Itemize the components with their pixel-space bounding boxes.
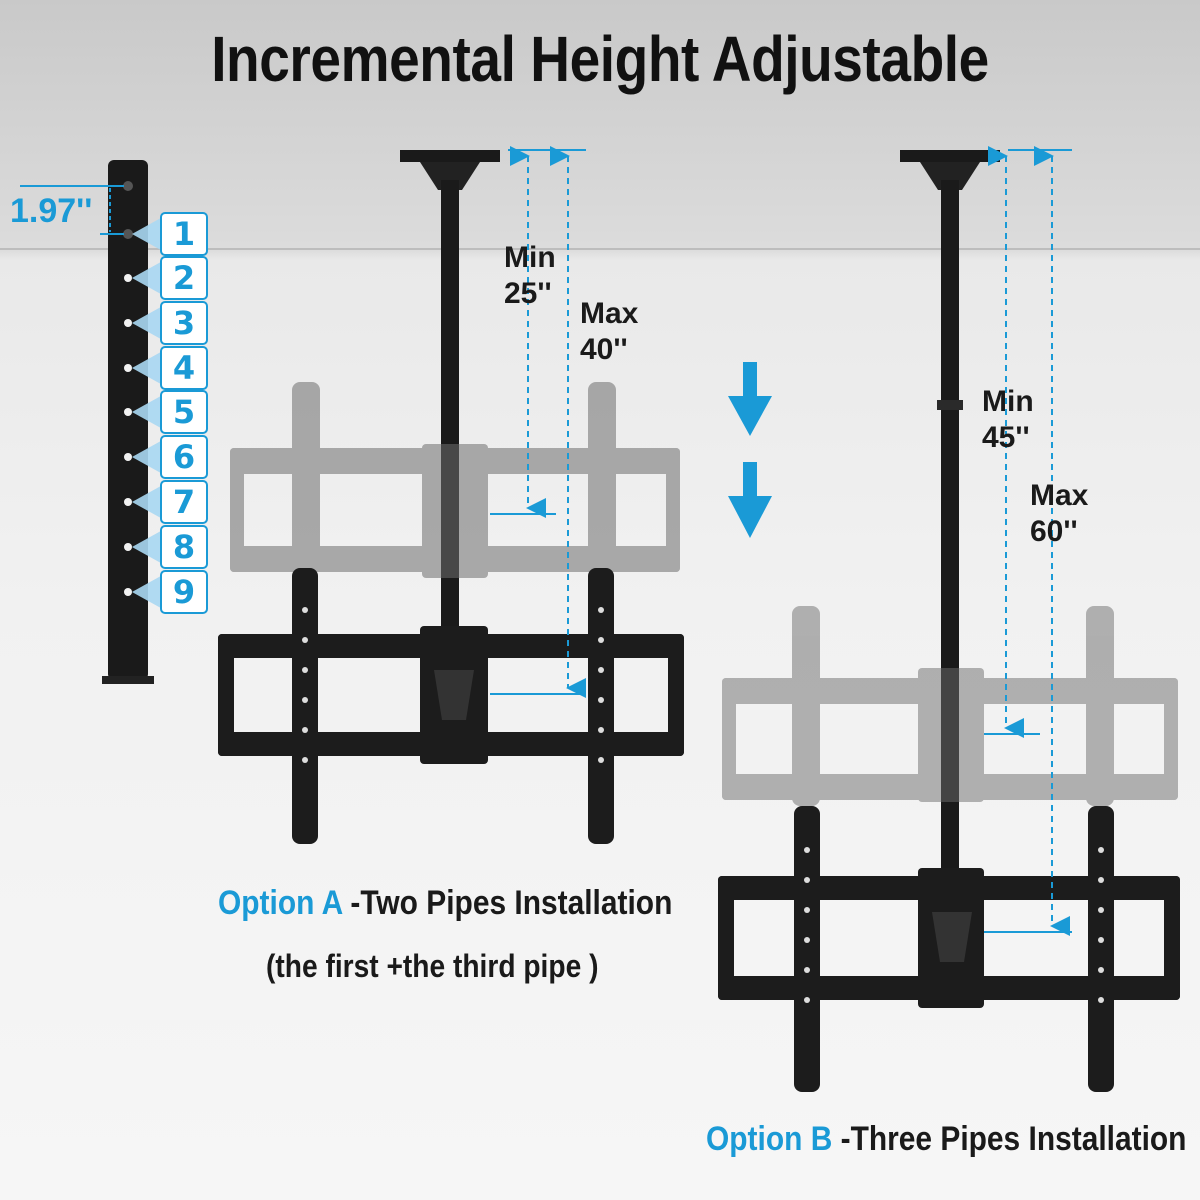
option-a-min-value: 25'': [504, 277, 552, 310]
pipe-spacing-label: 1.97'': [10, 192, 93, 230]
option-a-max-value: 40'': [580, 333, 628, 366]
option-b-max: Max 60'': [1030, 478, 1088, 550]
hole-number: 9: [160, 570, 208, 614]
ceiling-edge: [0, 248, 1200, 250]
hole-number: 6: [160, 435, 208, 479]
hole-number: 3: [160, 301, 208, 345]
hole-number: 2: [160, 256, 208, 300]
mount-option-b: [718, 146, 1180, 1092]
option-b-caption: Option B -Three Pipes Installation: [706, 1120, 1186, 1159]
hole-number: 8: [160, 525, 208, 569]
option-b-min-label: Min: [982, 385, 1034, 418]
option-b-text: -Three Pipes Installation: [832, 1120, 1187, 1158]
option-a-min-label: Min: [504, 241, 556, 274]
option-a-min: Min 25'': [504, 240, 556, 312]
option-b-min: Min 45'': [982, 384, 1034, 456]
option-a-max-label: Max: [580, 297, 639, 330]
option-a-text: -Two Pipes Installation: [342, 884, 673, 922]
hole-number: 7: [160, 480, 208, 524]
option-a-label: Option A: [218, 884, 343, 922]
option-a-subcaption: (the first +the third pipe ): [266, 948, 599, 984]
option-b-min-value: 45'': [982, 421, 1030, 454]
hole-number: 5: [160, 390, 208, 434]
page-title: Incremental Height Adjustable: [211, 23, 989, 95]
mount-option-a: [218, 146, 684, 844]
detail-pipe: [20, 160, 168, 684]
hole-number: 1: [160, 212, 208, 256]
option-a-max: Max 40'': [580, 296, 638, 368]
option-b-label: Option B: [706, 1120, 833, 1158]
option-a-caption: Option A -Two Pipes Installation: [218, 884, 672, 923]
hole-number: 4: [160, 346, 208, 390]
option-b-max-value: 60'': [1030, 515, 1078, 548]
option-b-max-label: Max: [1030, 479, 1089, 512]
down-arrows: [728, 362, 772, 538]
